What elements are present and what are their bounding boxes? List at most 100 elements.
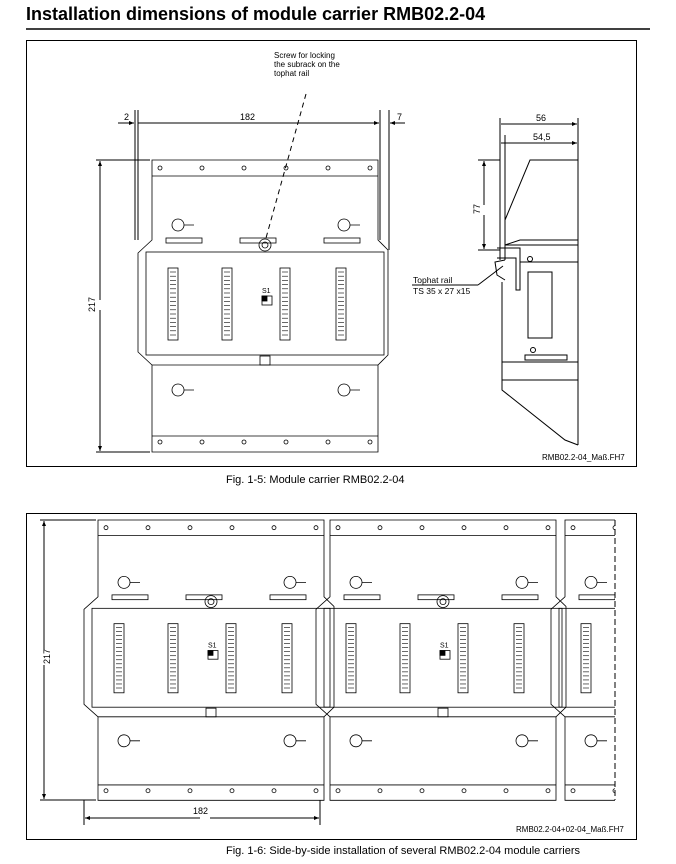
dip-switch-lever: [207, 650, 214, 656]
dim-right: 7: [397, 112, 402, 122]
rail-label: Tophat rail: [413, 275, 452, 285]
rail-clip: [578, 594, 615, 601]
module-carrier: [550, 519, 676, 801]
mounting-hole: [145, 525, 151, 531]
screw-note-line2: the subrack on the: [274, 60, 340, 69]
locking-screw-icon: [207, 598, 215, 605]
mounting-hole: [503, 525, 509, 531]
fig2-frame: [26, 513, 637, 840]
mounting-hole: [157, 439, 163, 445]
carrier-outline: [137, 159, 389, 453]
mounting-hole: [367, 439, 373, 445]
connector: [457, 623, 469, 694]
backplane: [91, 607, 331, 708]
rail-clip: [653, 595, 676, 600]
rail-clip: [239, 237, 277, 244]
locking-screw-icon: [439, 598, 447, 605]
backplane: [558, 607, 615, 708]
rail-clip: [501, 594, 539, 601]
mounting-hole: [419, 788, 425, 794]
rail-clip: [323, 237, 361, 244]
mounting-hole: [545, 788, 551, 794]
connector: [279, 267, 291, 341]
partial-carrier: [550, 519, 676, 801]
keyhole-slot: [515, 734, 538, 748]
mounting-hole: [461, 525, 467, 531]
ground-terminal: [437, 707, 449, 718]
locking-screw-icon: [204, 595, 218, 608]
locking-screw-icon: [436, 595, 450, 608]
keyhole-slot: [117, 734, 140, 748]
carrier-outline: [550, 519, 615, 801]
rail-clip: [185, 594, 223, 601]
connector: [225, 623, 237, 694]
keyhole-slot: [171, 218, 194, 232]
rail-clip: [417, 594, 455, 601]
mounting-hole: [419, 525, 425, 531]
mounting-hole: [612, 525, 615, 531]
mounting-hole: [187, 788, 193, 794]
connector: [113, 623, 125, 694]
ground-terminal: [205, 707, 217, 718]
module-carrier: S1: [137, 159, 389, 453]
dim-width: 182: [240, 112, 255, 122]
locking-screw-icon: [261, 241, 269, 249]
keyhole-slot: [283, 734, 306, 748]
page-title: Installation dimensions of module carrie…: [26, 4, 486, 24]
mounting-hole: [187, 525, 193, 531]
mounting-hole: [377, 788, 383, 794]
mounting-hole: [503, 788, 509, 794]
connector: [335, 267, 347, 341]
dim-height: 217: [87, 297, 97, 312]
mounting-hole: [271, 788, 277, 794]
side-view: [412, 118, 579, 446]
fig1-frame: [26, 40, 637, 467]
mounting-hole: [229, 788, 235, 794]
mounting-hole: [545, 525, 551, 531]
dim-rail-height: 77: [472, 204, 482, 214]
connector: [345, 623, 357, 694]
connector: [281, 623, 293, 694]
connector: [399, 623, 411, 694]
mounting-hole: [241, 165, 247, 171]
keyhole-slot: [349, 576, 372, 589]
switch-label: S1: [208, 643, 217, 650]
connector: [167, 267, 179, 341]
screw-note-line1: Screw for locking: [274, 51, 335, 60]
dim-left: 2: [124, 112, 129, 122]
fig1-drawing: Screw for locking the subrack on the top…: [87, 51, 625, 462]
mounting-hole: [199, 439, 205, 445]
locking-screw-icon: [672, 596, 676, 608]
mounting-hole: [241, 439, 247, 445]
connector: [580, 623, 592, 694]
keyhole-slot: [337, 218, 360, 232]
backplane: [323, 607, 563, 708]
keyhole-slot: [584, 734, 607, 748]
screw-note-line3: tophat rail: [274, 69, 309, 78]
fig2-dim-height: 217: [42, 649, 52, 664]
fig1-file-label: RMB02.2-04_Maß.FH7: [542, 453, 625, 462]
dip-switch-lever: [261, 295, 268, 302]
keyhole-slot: [171, 383, 194, 397]
dim-depth-inner: 54,5: [533, 132, 551, 142]
mounting-hole: [199, 165, 205, 171]
mounting-hole: [313, 525, 319, 531]
keyhole-slot: [337, 383, 360, 397]
mounting-hole: [335, 788, 341, 794]
mounting-hole: [461, 788, 467, 794]
rail-clip: [269, 594, 307, 601]
mounting-hole: [570, 525, 576, 531]
fig1-caption: Fig. 1-5: Module carrier RMB02.2-04: [226, 474, 405, 486]
module-carrier: S1: [315, 519, 567, 801]
switch-label: S1: [262, 288, 271, 295]
connector: [167, 623, 179, 694]
rail-clip: [111, 594, 149, 601]
mounting-hole: [570, 788, 576, 794]
mounting-hole: [367, 165, 373, 171]
fig2-dim-width: 182: [193, 806, 208, 816]
fig2-file-label: RMB02.2-04+02-04_Maß.FH7: [516, 825, 624, 834]
connector: [221, 267, 233, 341]
mounting-hole: [612, 788, 615, 794]
ground-terminal: [259, 355, 271, 366]
mounting-hole: [655, 526, 659, 530]
